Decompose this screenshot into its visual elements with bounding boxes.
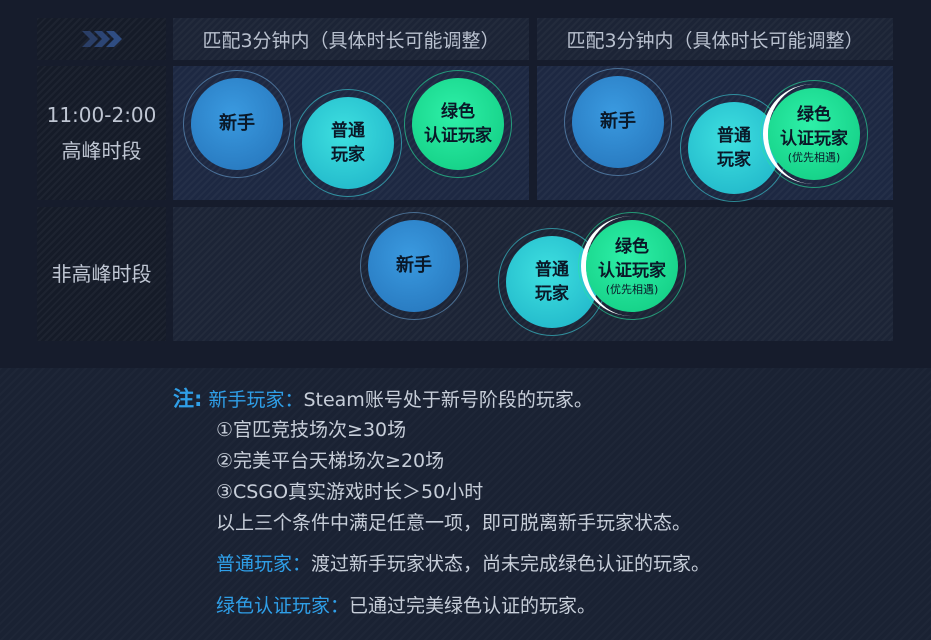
header-corner-cell <box>37 18 166 60</box>
green-bubble-line2: 认证玩家 <box>424 126 492 146</box>
novice-ring <box>564 68 672 176</box>
condition-2: ②完美平台天梯场次≥20场 <box>216 450 445 472</box>
normal-title: 普通玩家： <box>216 553 312 575</box>
novice-bubble: 新手 <box>191 78 283 170</box>
green-priority-bubble: 绿色 认证玩家 (优先相遇) <box>586 220 678 312</box>
normal-bubble-line1: 普通 <box>331 121 365 141</box>
normal-bubble-line2: 玩家 <box>331 145 365 165</box>
green-priority-bubble: 绿色 认证玩家 (优先相遇) <box>768 88 860 180</box>
novice-bubble-label: 新手 <box>600 111 636 132</box>
offpeak-label: 非高峰时段 <box>51 262 152 286</box>
peak-row-label-cell: 11:00-2:00 高峰时段 <box>37 66 166 200</box>
triple-chevron-icon <box>37 18 166 60</box>
peak-label: 高峰时段 <box>61 139 142 163</box>
offpeak-row-label-cell: 非高峰时段 <box>37 207 166 341</box>
green-bubble-line2: 认证玩家 <box>780 129 848 149</box>
green-bubble-line1: 绿色 <box>615 237 649 257</box>
green-bubble-line2: 认证玩家 <box>598 261 666 281</box>
green-ring <box>578 212 686 320</box>
normal-bubble-line2: 玩家 <box>717 150 751 170</box>
green-ring <box>760 80 868 188</box>
normal-bubble-line1: 普通 <box>717 126 751 146</box>
novice-bubble-label: 新手 <box>396 255 432 276</box>
header-col1-text: 匹配3分钟内（具体时长可能调整） <box>202 29 500 52</box>
novice-title: 新手玩家： <box>208 389 304 411</box>
priority-note: (优先相遇) <box>605 283 659 296</box>
novice-ring <box>183 70 291 178</box>
header-cell-col1: 匹配3分钟内（具体时长可能调整） <box>173 18 529 60</box>
normal-bubble: 普通 玩家 <box>302 97 394 189</box>
green-bubble: 绿色 认证玩家 <box>412 78 504 170</box>
overlap-divider <box>763 84 863 184</box>
novice-ring <box>360 212 468 320</box>
header-col2-text: 匹配3分钟内（具体时长可能调整） <box>566 29 864 52</box>
green-desc: 已通过完美绿色认证的玩家。 <box>349 595 597 617</box>
novice-desc: Steam账号处于新号阶段的玩家。 <box>303 389 593 411</box>
normal-desc: 渡过新手玩家状态，尚未完成绿色认证的玩家。 <box>311 553 711 575</box>
novice-bubble: 新手 <box>368 220 460 312</box>
green-ring <box>404 70 512 178</box>
condition-3: ③CSGO真实游戏时长＞50小时 <box>216 481 484 503</box>
novice-bubble-label: 新手 <box>219 113 255 134</box>
priority-note: (优先相遇) <box>787 151 841 164</box>
condition-1: ①官匹竞技场次≥30场 <box>216 419 407 441</box>
normal-ring <box>294 89 402 197</box>
green-bubble-line1: 绿色 <box>441 102 475 122</box>
normal-bubble-line1: 普通 <box>535 260 569 280</box>
note-line-novice: 注: 新手玩家：Steam账号处于新号阶段的玩家。 <box>173 383 593 413</box>
note-line-green: 绿色认证玩家：已通过完美绿色认证的玩家。 <box>216 591 596 618</box>
peak-time: 11:00-2:00 <box>46 103 157 127</box>
note-line-normal: 普通玩家：渡过新手玩家状态，尚未完成绿色认证的玩家。 <box>216 549 710 576</box>
normal-bubble-line2: 玩家 <box>535 284 569 304</box>
note-prefix: 注: <box>173 387 203 411</box>
header-cell-col2: 匹配3分钟内（具体时长可能调整） <box>537 18 893 60</box>
green-title: 绿色认证玩家： <box>216 595 350 617</box>
overlap-divider <box>581 216 681 316</box>
notes-area <box>0 368 931 640</box>
novice-bubble: 新手 <box>572 76 664 168</box>
condition-summary: 以上三个条件中满足任意一项，即可脱离新手玩家状态。 <box>216 512 692 534</box>
green-bubble-line1: 绿色 <box>797 105 831 125</box>
